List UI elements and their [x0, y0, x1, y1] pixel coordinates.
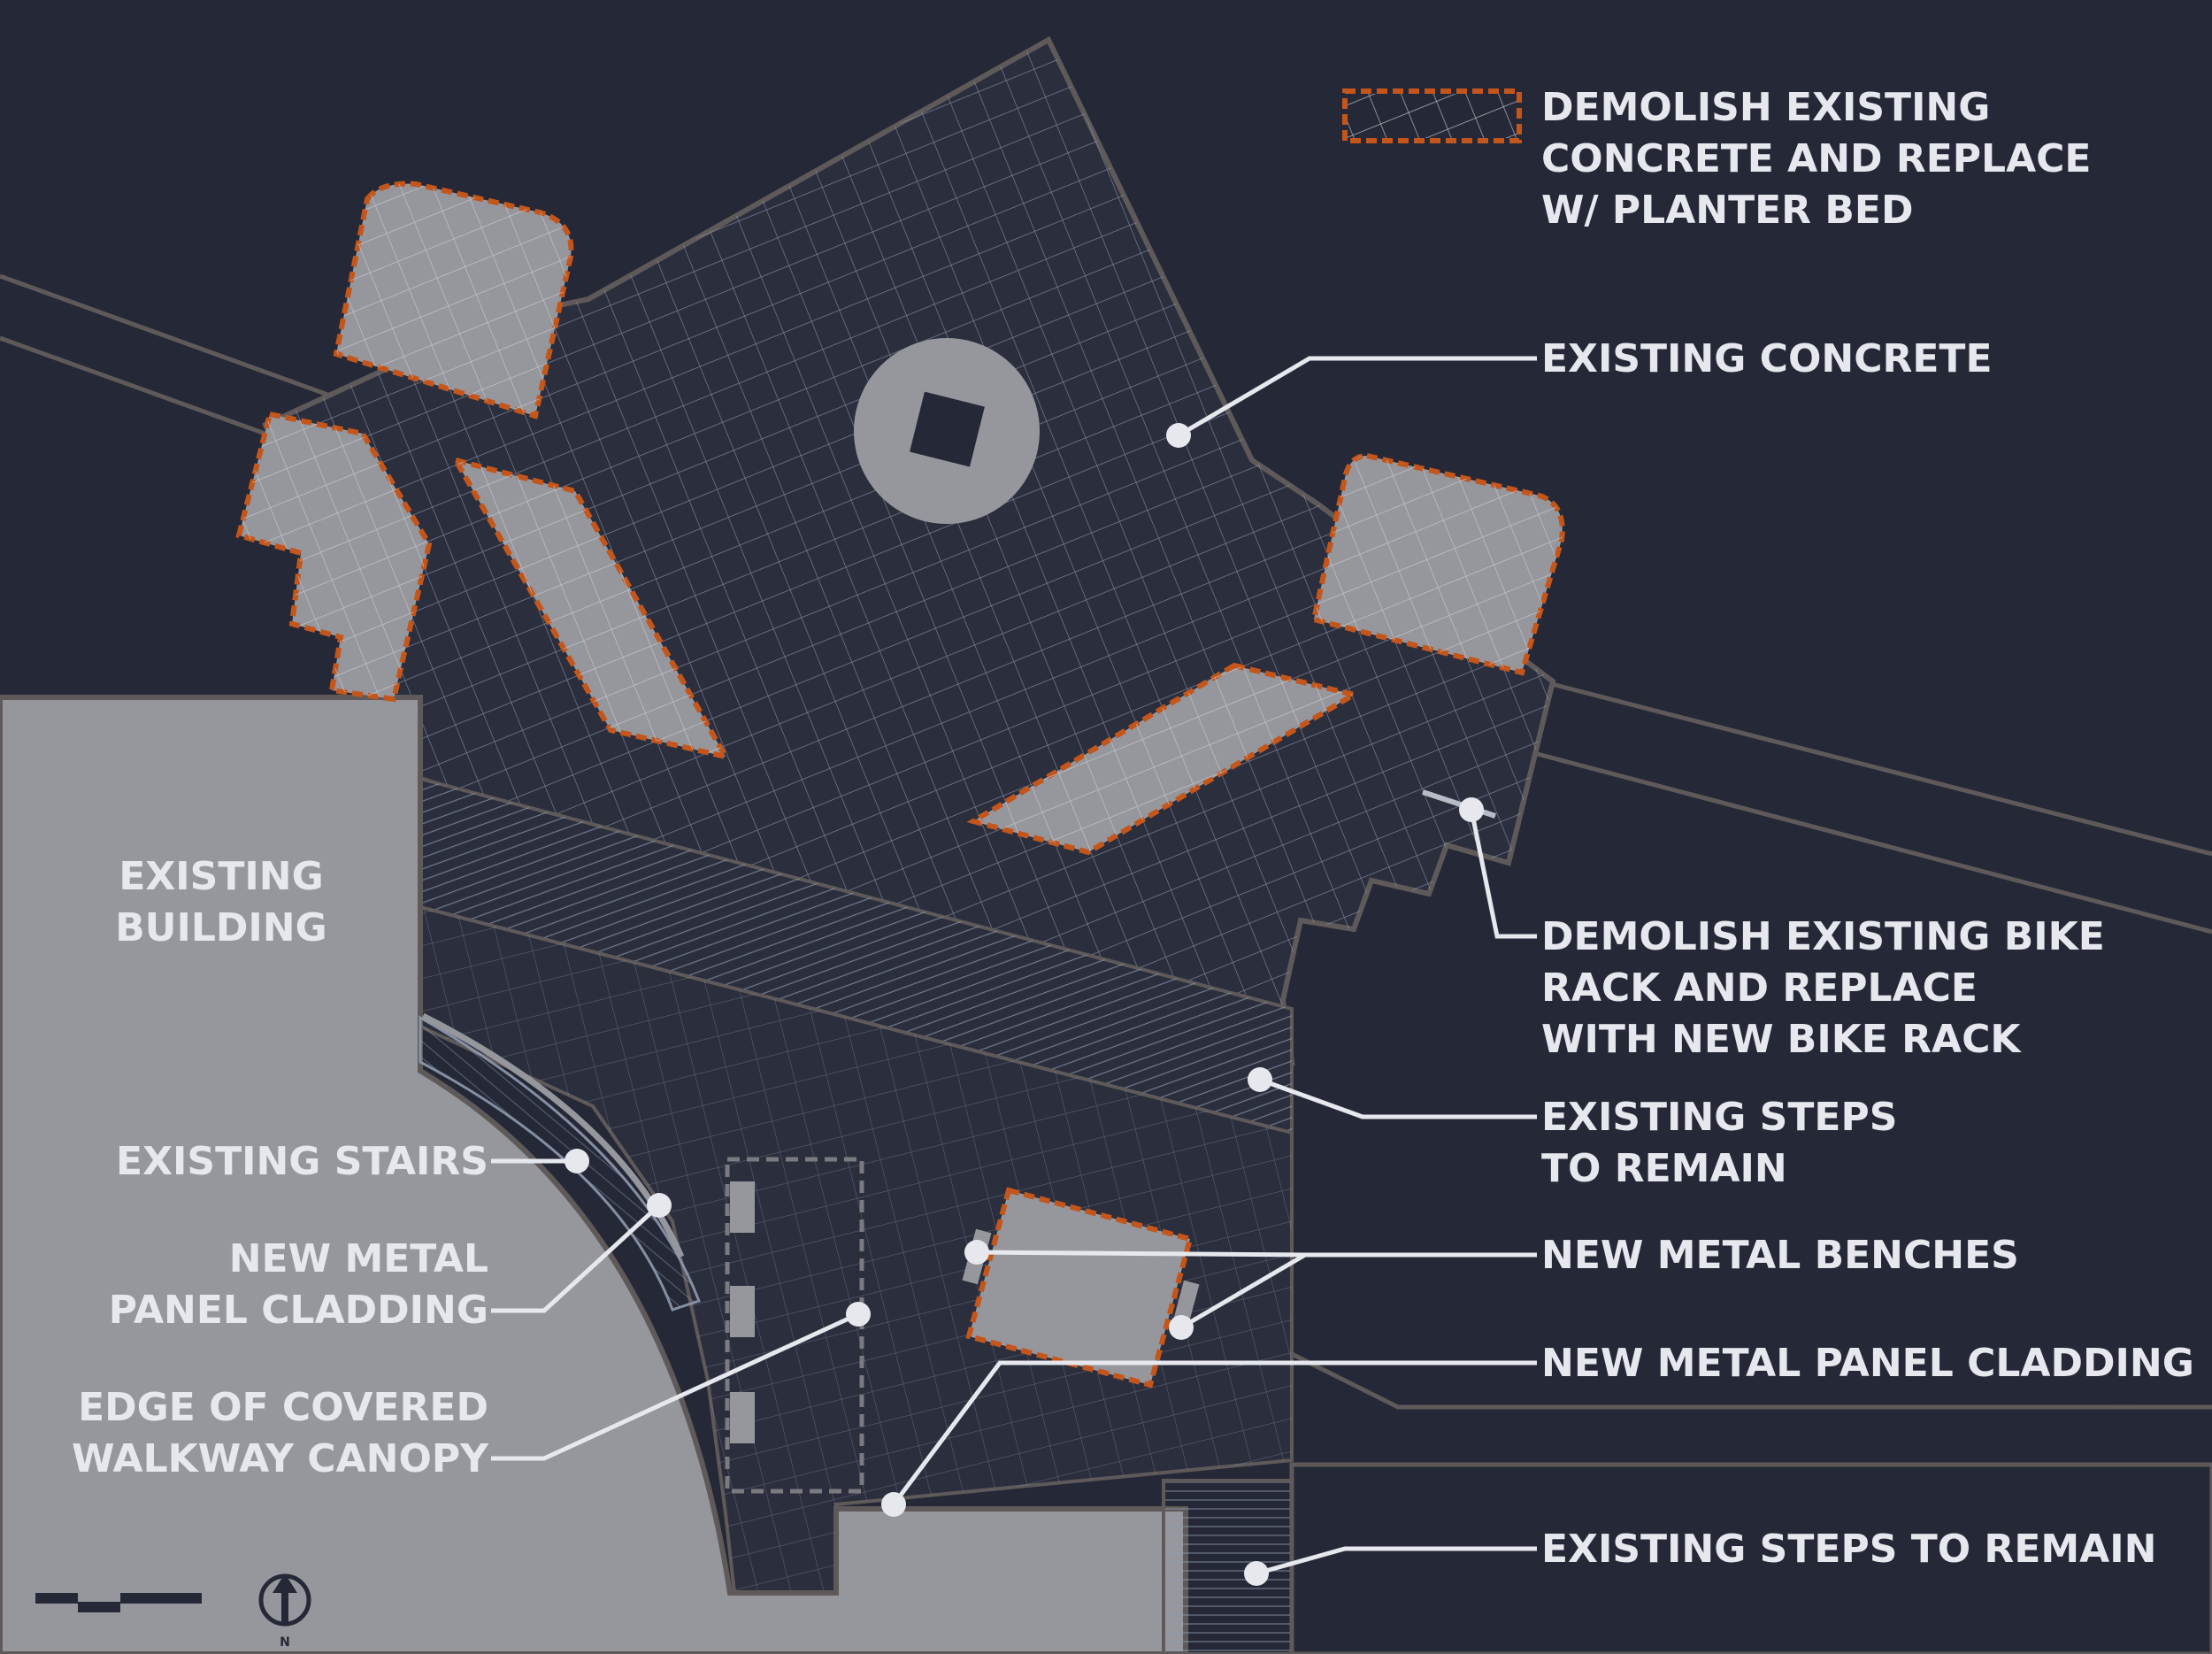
scale-bar: 0' 4' 8' 16' [32, 1593, 216, 1631]
planter-beds [235, 181, 1565, 1389]
label-bike-rack-2: RACK AND REPLACE [1541, 965, 1978, 1011]
existing-stairs-arc [419, 1015, 701, 1312]
label-existing-stairs: EXISTING STAIRS [116, 1139, 488, 1184]
label-bike-rack-3: WITH NEW BIKE RACK [1541, 1017, 2022, 1062]
existing-building [0, 695, 1188, 1654]
north-arrow-icon: N [258, 1573, 311, 1650]
canopy-columns [730, 1181, 755, 1443]
concrete-grid [265, 40, 1553, 1062]
stairs-rail [421, 1012, 685, 1258]
label-cladding-left-2: PANEL CLADDING [109, 1288, 488, 1333]
lower-plaza-grid [420, 907, 1292, 1597]
label-existing-building-2: BUILDING [115, 905, 327, 950]
label-new-metal-benches: NEW METAL BENCHES [1541, 1233, 2019, 1278]
label-steps-remain-1b: TO REMAIN [1541, 1146, 1787, 1191]
legend-line-3: W/ PLANTER BED [1541, 188, 1913, 233]
north-label: N [280, 1635, 290, 1650]
legend-swatch [1342, 88, 1522, 143]
legend-line-2: CONCRETE AND REPLACE [1541, 136, 2091, 181]
label-bike-rack-1: DEMOLISH EXISTING BIKE [1541, 914, 2105, 959]
label-canopy-edge-2: WALKWAY CANOPY [72, 1436, 489, 1481]
legend-line-1: DEMOLISH EXISTING [1541, 85, 1990, 130]
label-existing-concrete: EXISTING CONCRETE [1541, 336, 1993, 381]
legend-text: DEMOLISH EXISTING CONCRETE AND REPLACE W… [1541, 85, 2091, 233]
building-label: EXISTING BUILDING [115, 854, 327, 950]
right-labels: EXISTING CONCRETE DEMOLISH EXISTING BIKE… [1541, 336, 2194, 1572]
scale-tick-0: 0' [32, 1619, 42, 1631]
callout-dots [565, 423, 1484, 1586]
scale-tick-16: 16' [198, 1619, 216, 1631]
leader-lines [491, 356, 1537, 1576]
label-canopy-edge-1: EDGE OF COVERED [78, 1385, 488, 1430]
left-labels: EXISTING STAIRS NEW METAL PANEL CLADDING… [72, 1139, 489, 1481]
label-cladding-left-1: NEW METAL [229, 1236, 488, 1281]
label-steps-remain-1a: EXISTING STEPS [1541, 1095, 1897, 1140]
scale-tick-4: 4' [74, 1619, 85, 1631]
label-steps-remain-2: EXISTING STEPS TO REMAIN [1541, 1527, 2156, 1572]
label-existing-building-1: EXISTING [119, 854, 323, 899]
label-new-metal-panel-cladding-right: NEW METAL PANEL CLADDING [1541, 1341, 2194, 1386]
tree-grate [910, 391, 985, 467]
scale-tick-8: 8' [115, 1619, 126, 1631]
steps-hatch [420, 779, 1292, 1133]
planter-south [965, 1187, 1194, 1389]
